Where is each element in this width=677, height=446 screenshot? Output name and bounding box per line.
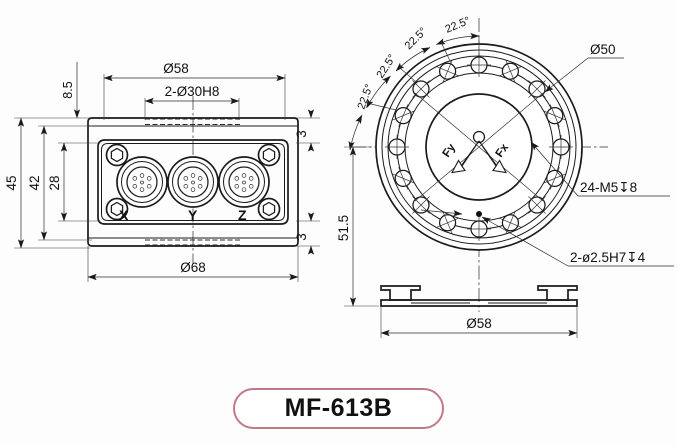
bolt-hole (467, 217, 491, 241)
angle-tick-4 (370, 103, 397, 111)
bolt-hole (528, 196, 546, 214)
note-text-dowel: 2-ø2.5H7↧4 (570, 250, 646, 265)
bolt-hole (528, 80, 546, 98)
angle-arc-4 (348, 114, 363, 151)
dim-text-bore: 2-Ø30H8 (165, 84, 220, 99)
bolt-hole (385, 135, 409, 159)
dim-text-d58: Ø58 (163, 61, 189, 76)
bolt-hole (499, 211, 522, 235)
bolt-hole (499, 59, 522, 83)
bolt-hole (412, 196, 430, 214)
bolt-hole (436, 59, 459, 83)
bolt-hole (391, 104, 415, 127)
note-text-d50: Ø50 (590, 42, 616, 57)
connector-z (218, 156, 270, 208)
corner-screw-tr (257, 143, 281, 167)
angle-arc-1 (436, 32, 480, 45)
axis-label-z: Z (238, 207, 247, 223)
corner-screw-br (257, 197, 281, 221)
leader-d50: Ø50 (544, 42, 624, 93)
axis-label-y: Y (188, 207, 198, 223)
corner-screw-tl (105, 143, 129, 167)
angle-label-1: 22.5° (444, 15, 472, 36)
angle-tick-2 (440, 41, 452, 64)
bolt-hole (436, 211, 459, 235)
force-arrow-fy (450, 140, 480, 174)
bolt-hole (467, 53, 491, 77)
force-origin (472, 130, 486, 144)
bolt-hole (543, 104, 567, 127)
corner-screws (105, 143, 281, 221)
angle-arc-2 (395, 47, 431, 72)
dim-text-45: 45 (4, 175, 19, 190)
connector-x (116, 156, 168, 208)
connector-plate-outline (97, 139, 289, 225)
leader-m5: 24-M5↧8 (530, 141, 670, 197)
dim-text-28: 28 (47, 175, 62, 190)
bolt-hole (549, 135, 573, 159)
part-number-text: MF-613B (284, 394, 393, 422)
dim-text-d68: Ø68 (180, 260, 206, 275)
dim-text-3-top: 3 (294, 130, 309, 138)
angle-tick-3 (399, 67, 417, 83)
dim-text-51p5: 51.5 (336, 215, 351, 241)
part-number-badge: MF-613B (233, 388, 444, 429)
base-foot-right (537, 285, 578, 301)
note-text-m5: 24-M5↧8 (580, 180, 637, 195)
bolt-hole (412, 80, 430, 98)
leader-line-dowel-2 (420, 209, 463, 217)
bolt-hole (391, 167, 415, 190)
corner-screw-bl (105, 197, 129, 221)
angle-arc-3 (366, 75, 391, 109)
angle-label-3: 22.5° (374, 52, 398, 80)
leader-dowel: 2-ø2.5H7↧4 (420, 209, 674, 267)
connector-plate-inner (101, 143, 285, 221)
axis-label-x: X (119, 207, 129, 223)
top-view: 22.5° 22.5° 22.5° 22.5° Fy Fx Ø50 24-M5↧… (336, 15, 674, 338)
angle-label-2: 22.5° (403, 25, 430, 52)
dim-text-3-bottom: 3 (294, 233, 309, 241)
leader-line-m5 (530, 141, 579, 197)
angle-label-4: 22.5° (356, 83, 376, 111)
base-foot-left (380, 285, 421, 301)
force-arrows: Fy Fx (441, 130, 512, 174)
dim-text-42: 42 (27, 175, 42, 190)
connector-y (167, 156, 219, 208)
leader-line-d50 (544, 57, 589, 93)
dim-text-base-d58: Ø58 (466, 316, 492, 331)
front-view: X Y Z Ø58 2-Ø30H8 8.5 45 42 28 (4, 61, 320, 282)
body-outline (87, 117, 299, 247)
force-arrow-fx (478, 140, 508, 174)
dim-text-8p5: 8.5 (61, 81, 75, 98)
leader-line-dowel (481, 216, 569, 267)
dowel-hole-marker (476, 211, 482, 217)
